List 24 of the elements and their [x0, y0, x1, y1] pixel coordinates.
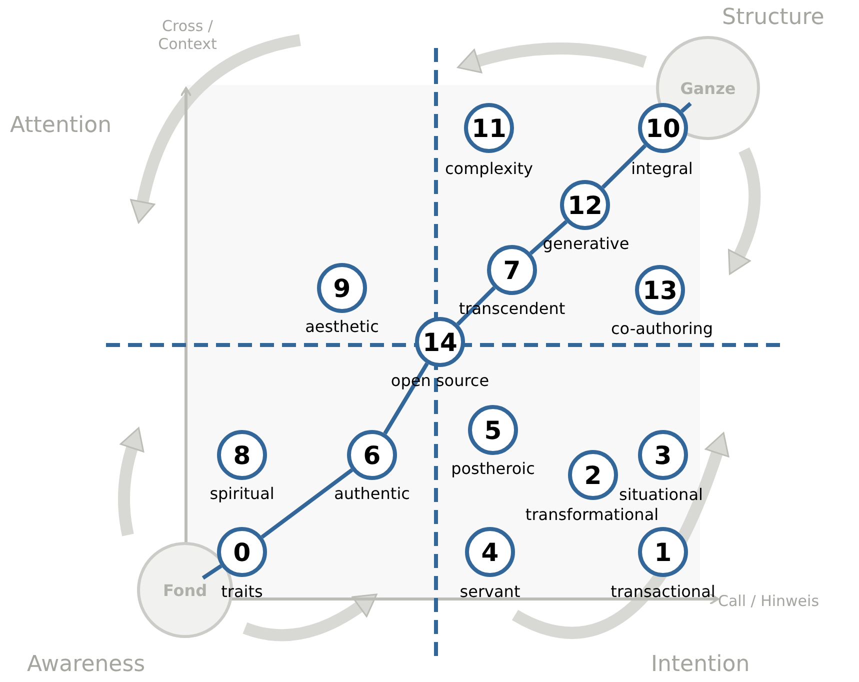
node-caption: transactional: [610, 583, 716, 601]
node-caption: servant: [460, 583, 520, 601]
node-caption: traits: [221, 583, 263, 601]
connector-line: [260, 468, 354, 539]
axis-label: Intention: [651, 652, 750, 677]
node-caption: co-authoring: [610, 320, 714, 338]
node-caption: generative: [542, 235, 630, 253]
node-caption: transformational: [525, 506, 659, 524]
connector-line: [680, 102, 692, 113]
node-caption: complexity: [445, 160, 533, 178]
axis-label: Call / Hinweis: [718, 592, 820, 610]
context-label: Cross / Context: [157, 17, 218, 53]
axis-label: Awareness: [27, 652, 146, 677]
node-caption: spiritual: [210, 485, 274, 503]
connector-line: [529, 220, 568, 255]
axis-label: Structure: [722, 5, 824, 30]
connector-line: [202, 564, 222, 580]
node-caption: authentic: [334, 485, 410, 503]
node-caption: aesthetic: [305, 318, 379, 336]
connector-line: [601, 144, 647, 189]
node-caption: integral: [631, 160, 693, 178]
axis-label: Attention: [10, 113, 112, 138]
node-caption: postheroic: [451, 460, 535, 478]
node-caption: situational: [619, 486, 703, 504]
